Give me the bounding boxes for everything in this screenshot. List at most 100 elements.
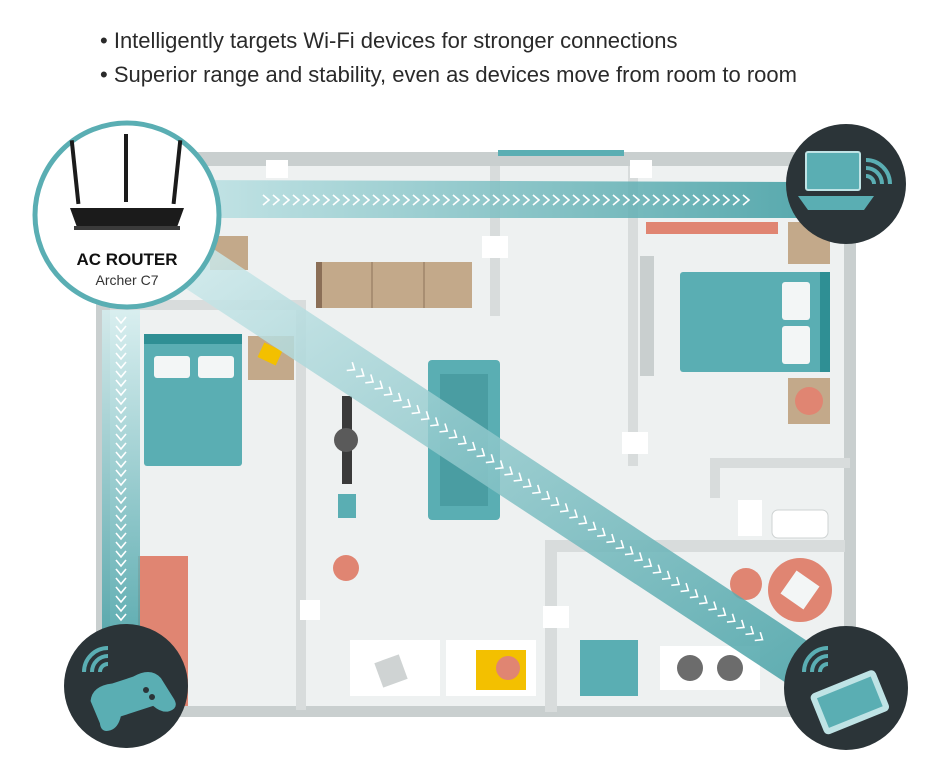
chevron-arrow: [115, 604, 127, 613]
chevron-arrow: [355, 368, 365, 378]
chevron-arrow: [402, 398, 412, 409]
chevron-arrow: [717, 607, 727, 617]
chevron-arrow: [502, 194, 511, 206]
chevron-arrow: [115, 577, 127, 586]
chevron-arrow: [541, 490, 551, 501]
chevron-arrow: [115, 388, 127, 397]
wifi-icon: [865, 158, 892, 185]
chevron-arrow: [115, 343, 127, 352]
wifi-icon: [82, 646, 109, 673]
chevron-arrow: [542, 194, 551, 206]
chevron-arrow: [432, 194, 441, 206]
chevron-arrow: [422, 194, 431, 206]
chevron-arrow: [742, 194, 751, 206]
chevron-arrow: [562, 194, 571, 206]
chevron-arrow: [495, 460, 504, 470]
chevron-arrow: [513, 472, 523, 482]
chevron-arrow: [322, 194, 331, 206]
chevron-arrow: [383, 386, 393, 396]
router-icon: [69, 134, 184, 230]
chevron-arrow: [262, 194, 271, 206]
chevron-arrow: [457, 435, 467, 445]
chevron-arrow: [522, 194, 531, 206]
chevron-arrow: [115, 541, 127, 550]
chevron-arrow: [115, 424, 127, 433]
chevron-arrow: [302, 194, 311, 206]
chevron-arrow: [393, 392, 402, 402]
chevron-arrow: [312, 194, 321, 206]
chevron-arrow: [652, 194, 661, 206]
chevron-arrow: [115, 316, 127, 325]
chevron-arrow: [504, 466, 514, 476]
chevron-arrow: [622, 194, 631, 206]
chevron-arrow: [382, 194, 391, 206]
chevron-arrow: [402, 194, 411, 206]
chevron-arrow: [352, 194, 361, 206]
chevron-arrow: [332, 194, 341, 206]
chevron-arrow: [115, 559, 127, 568]
tablet-icon: [810, 670, 890, 735]
chevron-arrow: [115, 370, 127, 379]
laptop-icon: [798, 151, 874, 210]
chevron-arrow: [624, 546, 634, 556]
chevron-arrow: [115, 487, 127, 496]
gamepad-device-badge: [64, 624, 188, 748]
chevron-arrow: [708, 601, 718, 611]
chevron-arrow: [467, 441, 477, 452]
chevron-arrow: [115, 568, 127, 577]
chevron-arrow: [272, 194, 281, 206]
chevron-arrow: [282, 194, 291, 206]
chevron-arrow: [442, 194, 451, 206]
chevron-arrow: [472, 194, 481, 206]
chevron-arrow: [722, 194, 731, 206]
chevron-arrow: [532, 484, 541, 495]
chevron-arrow: [115, 523, 127, 532]
chevron-arrow: [485, 453, 495, 464]
chevron-arrow: [115, 586, 127, 595]
chevron-arrow: [512, 194, 521, 206]
chevron-arrow: [115, 325, 127, 334]
chevron-arrow: [634, 552, 643, 562]
chevron-arrow: [448, 429, 458, 439]
chevron-arrow: [392, 194, 401, 206]
chevron-arrow: [411, 404, 421, 415]
chevron-arrow: [642, 194, 651, 206]
chevron-arrow: [476, 447, 486, 458]
chevron-arrow: [115, 595, 127, 604]
chevron-arrow: [342, 194, 351, 206]
chevron-arrow: [115, 469, 127, 478]
chevron-arrow: [115, 352, 127, 361]
chevron-arrow: [346, 361, 356, 372]
chevron-arrow: [578, 515, 588, 525]
chevron-arrow: [597, 527, 606, 537]
chevron-arrow: [439, 423, 449, 433]
chevron-arrow: [726, 613, 736, 623]
chevron-arrow: [362, 194, 371, 206]
chevron-arrow: [115, 433, 127, 442]
router-title: AC ROUTER: [76, 250, 178, 269]
chevron-arrow: [115, 361, 127, 370]
chevron-arrow: [732, 194, 741, 206]
chevron-arrow: [115, 406, 127, 415]
tablet-device-badge: [784, 626, 908, 750]
chevron-arrow: [115, 550, 127, 559]
chevron-arrow: [115, 478, 127, 487]
chevron-arrow: [365, 374, 375, 384]
chevron-arrow: [115, 532, 127, 541]
beam-chevrons: [115, 194, 764, 642]
chevron-arrow: [569, 509, 579, 519]
chevron-arrow: [745, 625, 755, 636]
chevron-arrow: [115, 460, 127, 469]
gamepad-icon: [90, 672, 176, 731]
chevron-arrow: [689, 588, 699, 599]
chevron-arrow: [462, 194, 471, 206]
chevron-arrow: [115, 613, 127, 622]
chevron-arrow: [672, 194, 681, 206]
chevron-arrow: [680, 582, 690, 593]
chevron-arrow: [115, 514, 127, 523]
chevron-arrow: [699, 595, 708, 605]
chevron-arrow: [671, 576, 681, 587]
chevron-arrow: [115, 451, 127, 460]
chevron-arrow: [702, 194, 711, 206]
